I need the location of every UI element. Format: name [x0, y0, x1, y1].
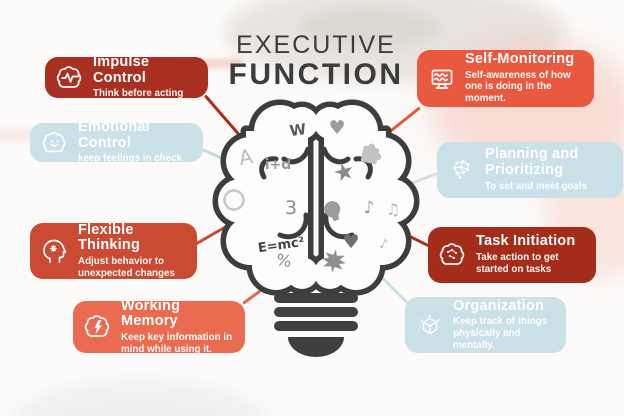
- card-subtitle: keep feelings in check: [78, 153, 183, 165]
- card-title: Task Initiation: [476, 233, 576, 250]
- symbol-a: A: [237, 144, 255, 170]
- symbol-percent: %: [275, 250, 293, 271]
- title-line-executive: EXECUTIVE: [236, 31, 396, 59]
- symbol-3: 3: [285, 197, 297, 219]
- card-impulse-control: Impulse Control Think before acting: [45, 53, 208, 100]
- card-title: Self-Monitoring: [465, 51, 575, 68]
- head-gears-icon: [40, 236, 70, 266]
- lightbulb-icon: [324, 201, 341, 222]
- card-title: Working Memory: [121, 297, 181, 330]
- splat-icon: [322, 249, 346, 273]
- brain-pulse-icon: [55, 63, 85, 93]
- card-subtitle: To set and meet goals: [485, 180, 588, 192]
- card-title: Organization: [453, 297, 545, 314]
- page-title: EXECUTIVE FUNCTION: [229, 33, 404, 90]
- right-hemisphere-icons: ♥ ★ ♪ ♫ ♥ ♪: [322, 117, 400, 273]
- eighth-note-icon: ♪: [364, 198, 375, 218]
- card-subtitle: Think before acting: [93, 88, 184, 100]
- card-task-initiation: Task Initiation Take action to get start…: [428, 227, 596, 283]
- card-subtitle: Self-awareness of how one is doing in th…: [465, 69, 571, 105]
- small-note-icon: ♪: [378, 236, 390, 253]
- background-blur-blob: [10, 380, 270, 416]
- symbol-emc2: E=mc²: [257, 235, 305, 256]
- puzzle-icon: [360, 143, 382, 165]
- card-planning-prioritizing: Planning and Prioritizing To set and mee…: [437, 142, 623, 198]
- card-subtitle: Keep key information in mind while using…: [121, 331, 233, 355]
- network-brain-icon: [447, 155, 477, 185]
- heart-icon: ♥: [342, 231, 359, 253]
- card-title: Flexible Thinking: [78, 221, 141, 254]
- card-working-memory: Working Memory Keep key information in m…: [73, 297, 245, 355]
- brain-smile-icon: [40, 129, 70, 157]
- card-title: Emotional Control: [78, 118, 150, 151]
- card-subtitle: Keep track of things physically and ment…: [453, 316, 548, 351]
- background-photo-blur: [300, 8, 440, 48]
- card-title: Planning and Prioritizing: [485, 146, 579, 179]
- card-subtitle: Adjust behavior to unexpected changes: [78, 255, 175, 279]
- box-organize-icon: [415, 311, 445, 339]
- monitor-wave-icon: [427, 64, 457, 94]
- card-flexible-thinking: Flexible Thinking Adjust behavior to une…: [30, 221, 197, 279]
- left-hemisphere-symbols: W A i+d 3 E=mc² %: [223, 120, 308, 271]
- heart-icon: ♥: [328, 117, 345, 139]
- card-organization: Organization Keep track of things physic…: [405, 297, 566, 353]
- card-title: Impulse Control: [93, 53, 150, 86]
- circle-outline-symbol: [223, 189, 245, 211]
- symbol-i-plus-d: i+d: [265, 157, 292, 173]
- brain-lightning-icon: [83, 312, 113, 342]
- brain-circuit-icon: [438, 240, 468, 270]
- beamed-notes-icon: ♫: [386, 200, 400, 219]
- brain-folds: [259, 146, 373, 240]
- symbol-w: W: [288, 120, 307, 140]
- card-subtitle: Take action to get started on tasks: [476, 252, 559, 275]
- card-emotional-control: Emotional Control keep feelings in check: [30, 118, 203, 165]
- brain-lightbulb-illustration: W A i+d 3 E=mc² % ♥ ★ ♪ ♫ ♥ ♪: [210, 95, 422, 357]
- card-self-monitoring: Self-Monitoring Self-awareness of how on…: [417, 50, 594, 107]
- title-line-function: FUNCTION: [228, 58, 404, 91]
- lightbulb-base: [274, 293, 358, 357]
